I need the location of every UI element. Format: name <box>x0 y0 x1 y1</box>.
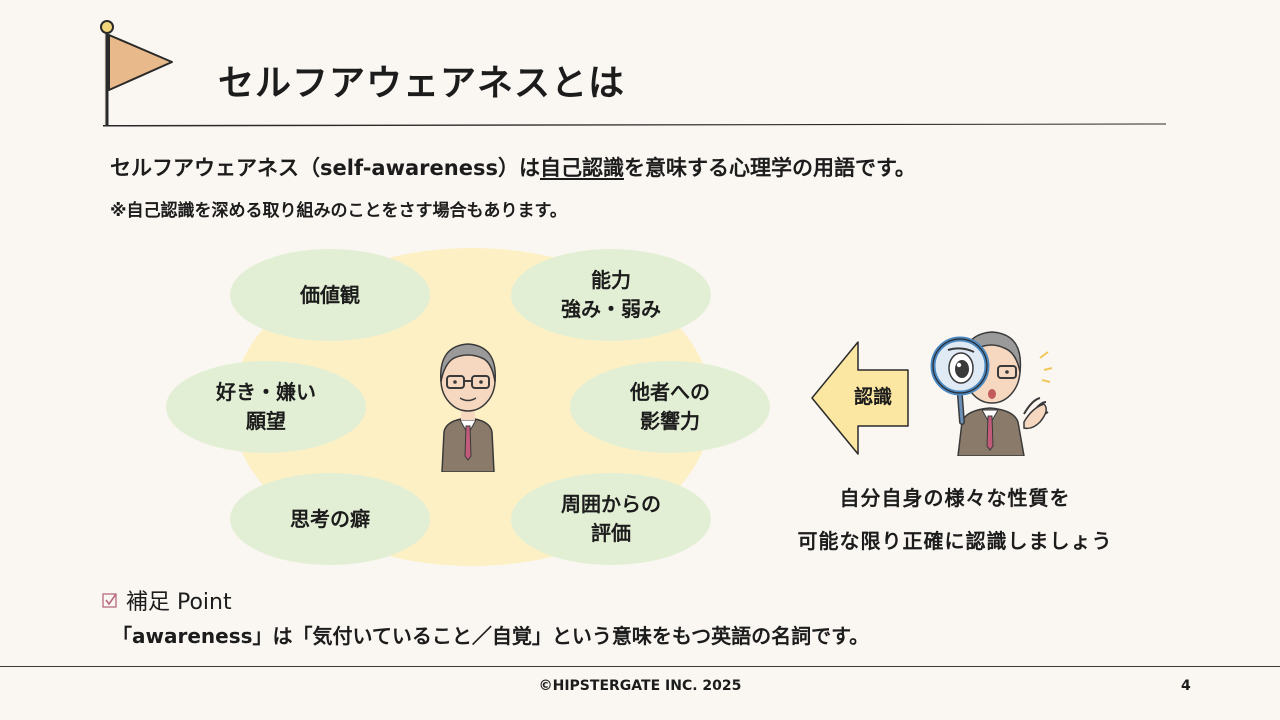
ellipse-abilities: 能力 強み・弱み <box>511 249 711 341</box>
checkbox-checked-icon <box>102 593 117 608</box>
page-title: セルフアウェアネスとは <box>218 63 626 104</box>
flag-icon <box>100 20 173 126</box>
caption-line-2: 可能な限り正確に認識しましょう <box>797 529 1113 553</box>
ellipse-evaluation: 周囲からの 評価 <box>511 473 711 565</box>
point-heading-label: 補足 Point <box>126 590 232 615</box>
businessman-illustration <box>440 343 496 472</box>
copyright: ©HIPSTERGATE INC. 2025 <box>538 678 742 694</box>
point-body: 「awareness」は「気付いていること／自覚」という意味をもつ英語の名詞です… <box>112 624 870 648</box>
intro-emphasis: 自己認識 <box>539 156 624 180</box>
intro-note: ※自己認識を深める取り組みのことをさす場合もあります。 <box>110 201 567 221</box>
page-number: 4 <box>1181 678 1191 694</box>
point-heading: 補足 Point <box>102 584 232 616</box>
title-underline <box>103 123 1166 127</box>
arrow-label: 認識 <box>853 386 892 408</box>
footer-divider <box>0 666 1280 667</box>
arrow-left-icon <box>811 341 909 455</box>
ellipse-likes-dislikes: 好き・嫌い 願望 <box>166 361 366 453</box>
ellipse-thinking-habits: 思考の癖 <box>230 473 430 565</box>
magnifier-person-illustration <box>930 331 1053 456</box>
ellipse-influence: 他者への 影響力 <box>570 361 770 453</box>
intro-text: セルフアウェアネス（self-awareness）は自己認識を意味する心理学の用… <box>110 156 916 180</box>
ellipse-values: 価値観 <box>230 249 430 341</box>
caption-line-1: 自分自身の様々な性質を <box>839 486 1071 510</box>
